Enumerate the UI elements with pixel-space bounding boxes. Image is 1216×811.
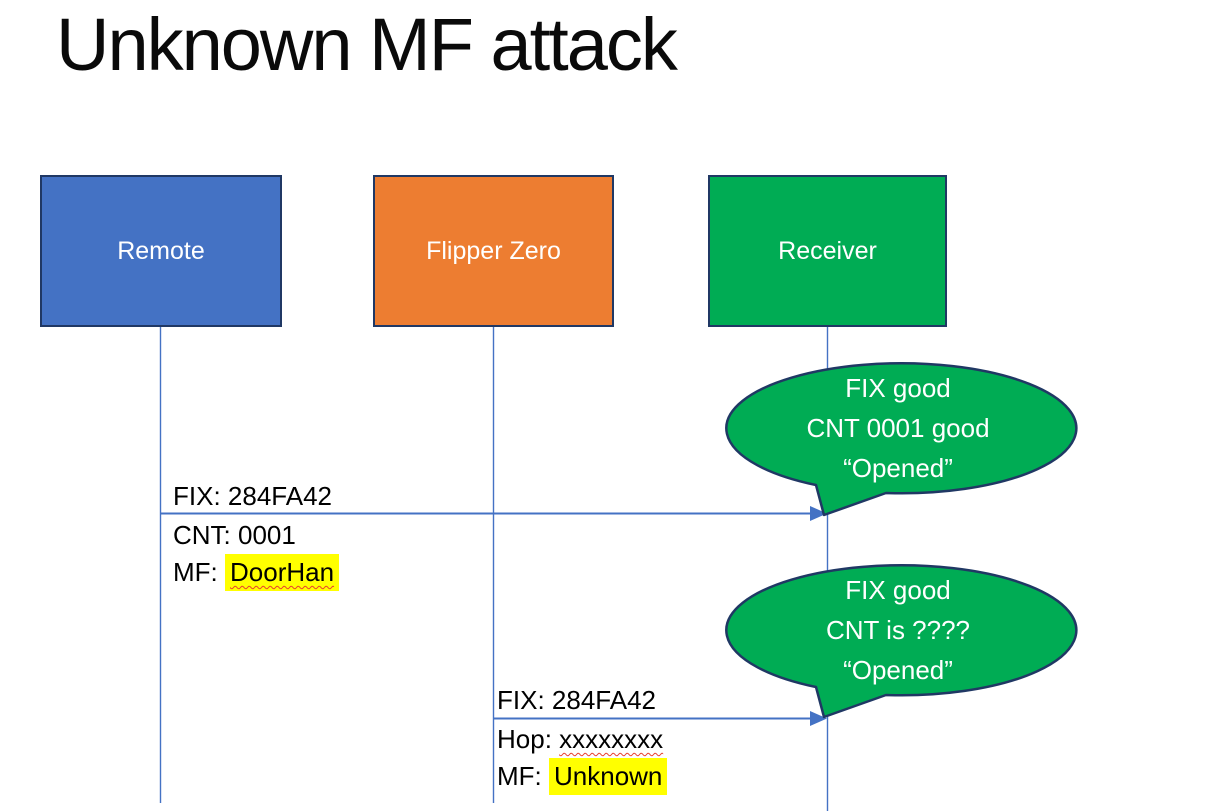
actor-box-receiver: Receiver	[708, 175, 947, 327]
arrowhead-1	[810, 506, 827, 521]
actor-box-flipper-zero: Flipper Zero	[373, 175, 614, 327]
callout-bubble-1	[725, 362, 1078, 517]
message2-label-fix: FIX: 284FA42	[497, 685, 656, 715]
arrowhead-2	[810, 711, 827, 726]
actor-label-flipper-zero: Flipper Zero	[426, 236, 561, 265]
misspelled-value-hopcode: xxxxxxxx	[559, 724, 664, 754]
callout1-line1: FIX good	[845, 373, 951, 403]
message1-label-cnt: CNT: 0001	[173, 520, 296, 550]
message-arrow-1	[161, 506, 827, 521]
callout2-text: FIX good CNT is ???? “Opened”	[733, 570, 1063, 690]
callout1-text: FIX good CNT 0001 good “Opened”	[733, 368, 1063, 488]
callout-bubble-2	[725, 564, 1078, 719]
highlighted-value-doorhan: DoorHan	[225, 554, 340, 591]
callout1-line2: CNT 0001 good	[806, 413, 990, 443]
slide-title: Unknown MF attack	[56, 3, 678, 86]
message2-label-hop: Hop: xxxxxxxx	[497, 724, 664, 754]
highlighted-value-unknown: Unknown	[549, 758, 668, 795]
actor-box-remote: Remote	[40, 175, 282, 327]
actor-label-remote: Remote	[117, 236, 205, 265]
message-arrow-2	[494, 711, 827, 726]
callout2-line1: FIX good	[845, 575, 951, 605]
message1-label-fix: FIX: 284FA42	[173, 481, 332, 511]
message1-label-mf: MF: DoorHan	[173, 554, 340, 591]
callout2-line3: “Opened”	[843, 655, 953, 685]
actor-label-receiver: Receiver	[778, 236, 877, 265]
callout2-line2: CNT is ????	[825, 615, 971, 645]
message2-label-mf: MF: Unknown	[497, 758, 668, 795]
callout1-line3: “Opened”	[843, 453, 953, 483]
